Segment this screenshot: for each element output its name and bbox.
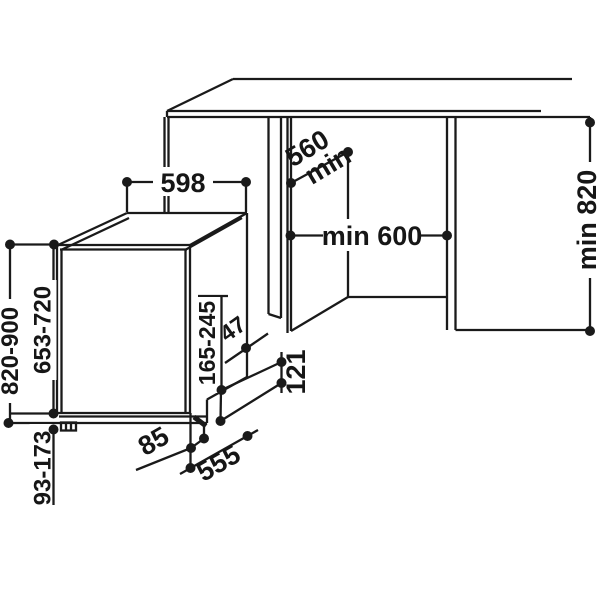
dimension-dot: [442, 230, 452, 241]
dimension-dot: [343, 147, 353, 157]
dim-overall-height-group: 820-900: [0, 243, 58, 423]
label-mask: [196, 297, 220, 393]
dim-appliance-width-label: 598: [160, 168, 205, 198]
label-mask: [29, 280, 57, 380]
top-right-edge: [189, 211, 248, 247]
dimension-dot: [241, 177, 251, 187]
label-mask: [0, 299, 23, 403]
right-cabinet: [445, 117, 592, 332]
dim-plinth-height-label: 93-173: [30, 431, 57, 506]
dimension-dot: [216, 385, 227, 395]
dimension-dot: [122, 177, 132, 187]
dimension-dot: [48, 408, 59, 419]
dimension-dot: [215, 416, 226, 426]
dimension-dot: [48, 424, 59, 435]
dim-rear-clearance-label: 85: [133, 421, 174, 462]
top-left-edge: [57, 211, 128, 247]
projection-line: [221, 360, 282, 392]
label-mask: [573, 162, 600, 278]
dimension-dot: [585, 326, 595, 336]
dim-connection-offset-label: 47: [215, 311, 251, 347]
dimension-dot: [276, 357, 287, 367]
dimension-dot: [241, 343, 251, 353]
niche-floor-left-edge: [290, 296, 349, 332]
dimension-dot: [185, 463, 196, 473]
dimension-dot: [242, 431, 253, 441]
adjustable-foot: [59, 421, 78, 432]
label-mask: [323, 219, 421, 251]
dim-connection-drop-group: 121: [219, 349, 311, 422]
dim-niche-height-group: min 820: [572, 117, 600, 331]
dimension-dot: [186, 443, 196, 453]
dim-connection-height-label: 165-245: [194, 301, 220, 386]
dimension-dot: [276, 378, 287, 388]
dim-connection-height-group: 165-245: [194, 294, 228, 422]
partition-panel: [267, 117, 293, 333]
dimension-dot: [3, 418, 14, 428]
dim-door-height-label: 653-720: [30, 286, 57, 374]
dim-overall-height-label: 820-900: [0, 307, 24, 395]
worktop-left-edge: [166, 77, 234, 113]
dimension-dot: [49, 239, 59, 250]
panel-bottom-edge: [268, 312, 282, 320]
dim-door-height-group: 653-720: [10, 244, 57, 415]
top-right-inner-edge: [185, 216, 243, 251]
dimension-dot: [286, 178, 296, 188]
worktop: [163, 77, 590, 213]
niche: [290, 295, 447, 332]
dishwasher: [8, 211, 249, 432]
dimension-dot: [5, 239, 15, 250]
dim-niche-width-group: min 600: [291, 219, 447, 251]
top-left-inner-edge: [61, 216, 130, 251]
dimension-dot: [585, 117, 595, 128]
dimension-dot: [285, 230, 296, 241]
projection-line: [219, 382, 283, 422]
dim-connection-drop-label: 121: [281, 349, 311, 394]
dim-line: [290, 150, 349, 185]
dim-appliance-width-group: 598: [125, 167, 248, 212]
dim-niche-width-label: min 600: [322, 221, 423, 251]
dimension-dot: [199, 433, 209, 444]
label-mask: [153, 167, 213, 196]
label-mask: [29, 424, 52, 512]
dim-niche-height-label: min 820: [572, 170, 600, 271]
dim-base-depth-label: 555: [191, 439, 245, 488]
dimension-endpoints: [3, 117, 595, 473]
ext-line: [219, 389, 223, 422]
dim-connection-offset-group: 47: [215, 311, 269, 364]
dim-plinth-height-group: 93-173: [29, 424, 57, 512]
